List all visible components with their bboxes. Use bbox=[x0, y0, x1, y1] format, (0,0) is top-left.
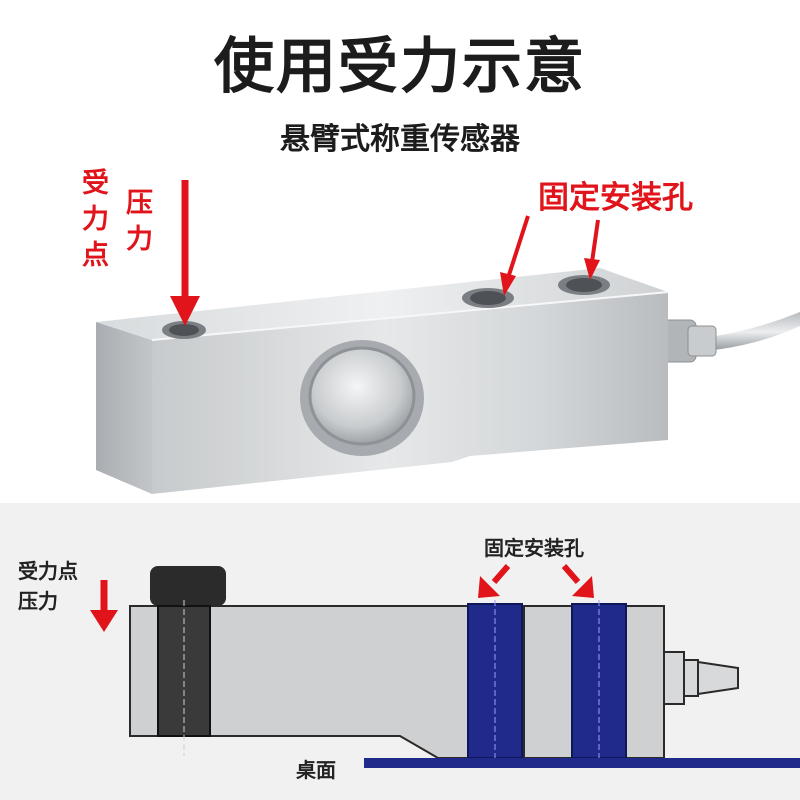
hole-arrow-1 bbox=[506, 215, 530, 279]
diagram-force-point-label: 受力点 bbox=[18, 559, 78, 583]
desk-label: 桌面 bbox=[296, 758, 336, 782]
connector bbox=[663, 651, 685, 705]
load-cell-side bbox=[96, 322, 152, 494]
force-bolt-shank bbox=[157, 605, 211, 737]
diagram-hole-arrow-2 bbox=[561, 564, 581, 584]
hole-arrow-2 bbox=[590, 219, 600, 263]
load-cell-photo bbox=[96, 180, 800, 494]
desk-line bbox=[364, 758, 800, 768]
diagram-mounting-holes-label: 固定安装孔 bbox=[484, 536, 584, 560]
page-subtitle: 悬臂式称重传感器 bbox=[280, 122, 520, 157]
diagram-force-labels: 受力点 压力 bbox=[18, 556, 108, 616]
diagram-hole-arrow-1 bbox=[491, 564, 511, 584]
photo-mounting-holes-label: 固定安装孔 bbox=[538, 180, 693, 216]
diagram-pressure-label: 压力 bbox=[18, 589, 58, 613]
photo-force-point-label: 受力点 bbox=[82, 168, 109, 271]
photo-pressure-label: 压力 bbox=[126, 188, 153, 255]
load-cell-top bbox=[96, 268, 668, 340]
force-bolt-head bbox=[150, 566, 226, 606]
page-title: 使用受力示意 bbox=[214, 32, 586, 102]
